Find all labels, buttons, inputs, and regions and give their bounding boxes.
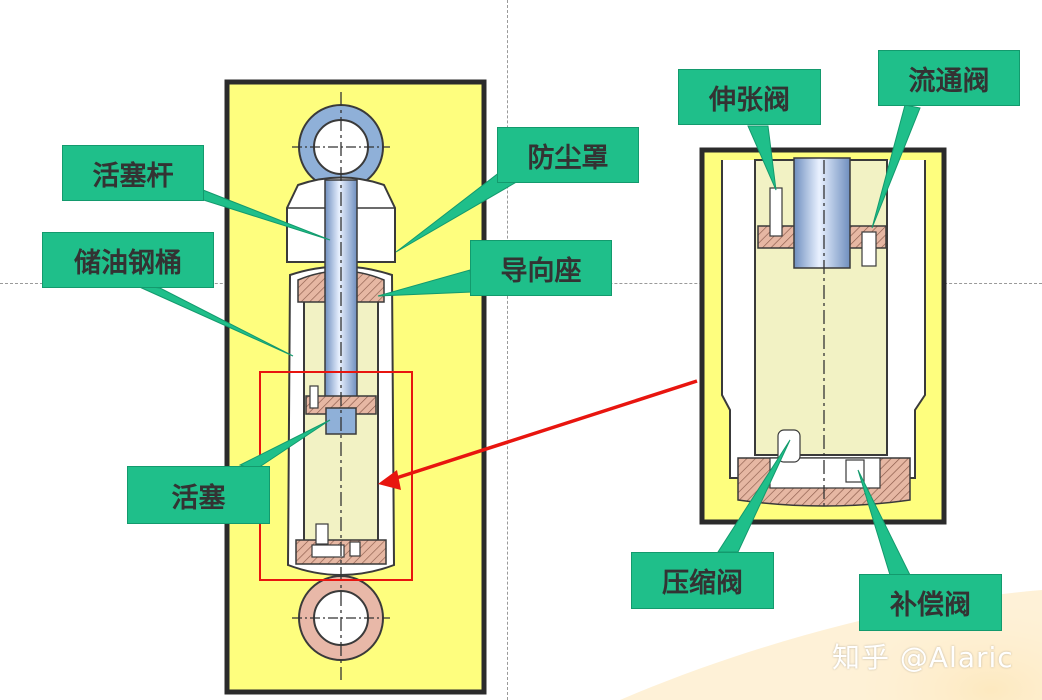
leader-extension-valve <box>747 125 777 191</box>
label-flow-valve: 流通阀 <box>878 50 1020 106</box>
watermark-text: 知乎 @Alaric <box>832 641 1014 674</box>
label-dust-cover: 防尘罩 <box>497 127 639 183</box>
label-guide-seat: 导向座 <box>470 240 612 296</box>
guide-line-vertical <box>507 0 508 700</box>
label-extension-valve: 伸张阀 <box>678 69 821 125</box>
leader-flow-valve <box>871 104 921 229</box>
right-rod-shape <box>793 157 851 269</box>
label-compression-valve: 压缩阀 <box>631 552 774 609</box>
label-compensation-valve: 补偿阀 <box>859 574 1002 631</box>
label-oil-reservoir: 储油钢桶 <box>42 232 214 288</box>
label-piston-rod: 活塞杆 <box>62 145 204 201</box>
zoom-arrow <box>389 379 698 482</box>
label-piston: 活塞 <box>127 466 270 524</box>
